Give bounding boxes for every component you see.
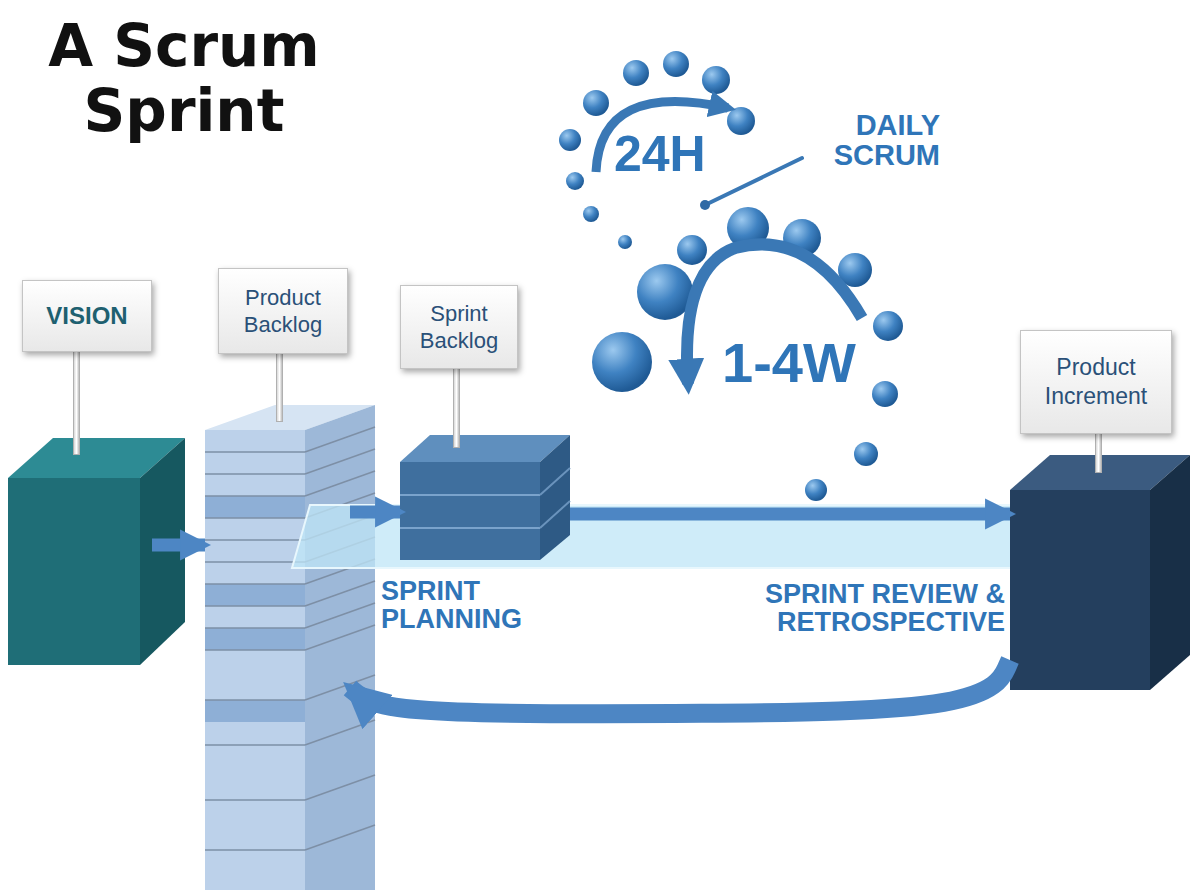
sign-pole: [1095, 430, 1102, 473]
scrum-dot: [592, 332, 652, 392]
backlog-line: [205, 451, 305, 453]
scrum-dot: [623, 60, 649, 86]
backlog-item: [205, 700, 305, 722]
stage-label: 1-4W: [722, 334, 862, 393]
sprint-artifact: Product Increment: [1010, 325, 1190, 690]
backlog-line: [305, 471, 375, 496]
scrum-dot: [702, 66, 730, 94]
flow-arrow: [152, 539, 205, 552]
sign-board: Sprint Backlog: [400, 285, 518, 369]
backlog-item: [205, 628, 305, 650]
scrum-dot: [618, 235, 632, 249]
scrum-dot: [583, 90, 609, 116]
backlog-line: [205, 649, 305, 651]
sign-text: Product Backlog: [227, 284, 339, 339]
scrum-dots: [559, 51, 903, 501]
stage-label: 24H: [614, 128, 744, 181]
sign-pole: [276, 350, 283, 422]
scrum-dot: [854, 442, 878, 466]
backlog-line: [305, 775, 375, 800]
sign-text: Sprint Backlog: [409, 300, 509, 355]
flow-arrow: [350, 506, 400, 519]
backlog-line: [305, 427, 375, 452]
backlog-line: [205, 849, 305, 851]
backlog-line: [305, 720, 375, 745]
backlog-line: [205, 583, 305, 585]
backlog-line: [205, 517, 305, 519]
scrum-dot: [872, 381, 898, 407]
backlog-line: [305, 449, 375, 474]
scrum-dot: [805, 479, 827, 501]
sign-text: Product Increment: [1029, 353, 1163, 411]
sprint-artifact: Sprint Backlog: [400, 282, 570, 562]
sprint-artifact: Product Backlog: [205, 262, 350, 890]
title: A Scrum Sprint: [14, 14, 354, 144]
backlog-line: [305, 625, 375, 650]
backlog-line: [205, 539, 305, 541]
flow-arrow: [570, 508, 1010, 521]
sign-board: Product Backlog: [218, 268, 348, 354]
stage-label: SPRINT REVIEW & RETROSPECTIVE: [690, 580, 1005, 637]
backlog-line: [205, 627, 305, 629]
sign-text: VISION: [46, 301, 127, 331]
backlog-line: [305, 603, 375, 628]
sign-board: VISION: [22, 280, 152, 352]
backlog-line: [305, 825, 375, 850]
backlog-line: [305, 581, 375, 606]
sign-board: Product Increment: [1020, 330, 1172, 434]
scrum-dot: [873, 311, 903, 341]
scrum-dot: [663, 51, 689, 77]
backlog-line: [205, 605, 305, 607]
sprint-artifact: VISION: [8, 262, 152, 665]
stage-label: DAILY SCRUM: [780, 110, 940, 171]
backlog-line: [205, 799, 305, 801]
sign-pole: [73, 348, 80, 455]
clock-hand: [705, 158, 802, 205]
scrum-dot: [566, 172, 584, 190]
backlog-line: [205, 495, 305, 497]
backlog-line: [205, 473, 305, 475]
sign-pole: [453, 365, 460, 448]
sprint-backlog-stack: [400, 435, 570, 560]
scrum-dot: [559, 129, 581, 151]
stage-label: SPRINT PLANNING: [381, 577, 571, 634]
scrum-dot: [583, 206, 599, 222]
backlog-item: [205, 584, 305, 606]
scrum-dot: [677, 235, 707, 265]
backlog-line: [205, 561, 305, 563]
backlog-line: [205, 699, 305, 701]
scrum-dot: [727, 107, 755, 135]
backlog-stack: [205, 405, 375, 890]
backlog-line: [205, 744, 305, 746]
increment-cube: [1010, 455, 1190, 690]
backlog-item: [205, 496, 305, 518]
flow-arrow: [350, 660, 1010, 714]
clock-pivot: [700, 200, 710, 210]
